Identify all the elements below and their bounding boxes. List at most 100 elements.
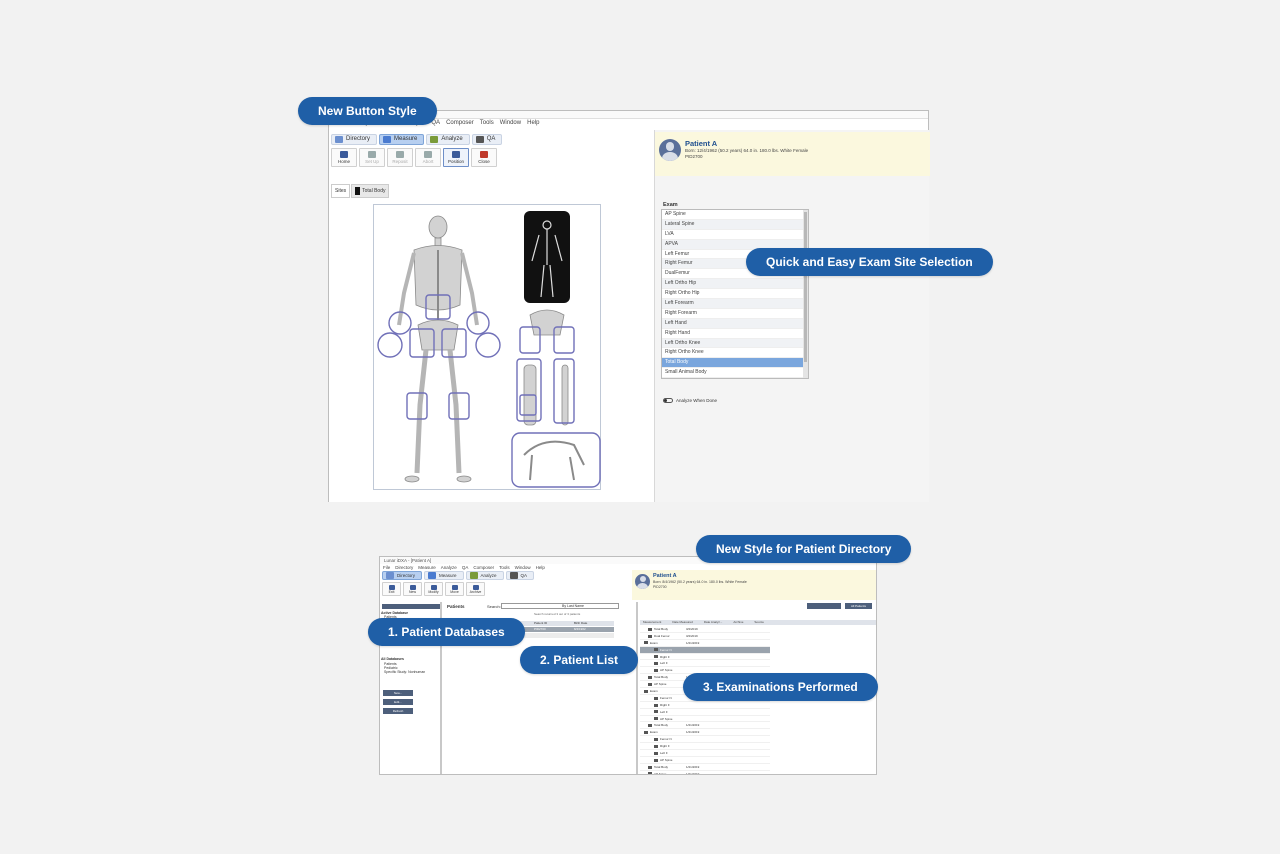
table-row[interactable]: AP Spine (640, 716, 770, 723)
tab-total-body[interactable]: Total Body (351, 184, 390, 198)
tab-analyze[interactable]: Analyze (465, 571, 504, 580)
tab-directory[interactable]: Directory (382, 571, 423, 580)
table-row[interactable]: Femur N (640, 646, 770, 654)
table-row[interactable]: Femur N (640, 695, 770, 702)
close-button[interactable]: Close (471, 148, 497, 167)
exam-site-item[interactable]: APVA (662, 239, 808, 250)
tab-analyze[interactable]: Analyze (426, 134, 470, 145)
skeleton-diagram (377, 211, 601, 488)
menu-item-composer[interactable]: Composer (446, 120, 474, 126)
tab-directory[interactable]: Directory (331, 134, 378, 145)
menu-item-measure[interactable]: Measure (418, 565, 436, 570)
col-patient-id[interactable]: Patient ID (534, 621, 548, 625)
menu-item-window[interactable]: Window (514, 565, 531, 570)
exam-site-item[interactable]: Right Femur (662, 259, 808, 270)
tab-qa[interactable]: QA (505, 571, 535, 580)
reposit-button[interactable]: Reposit (387, 148, 413, 167)
scan-icon (654, 703, 658, 707)
analyze-when-done-toggle[interactable]: Analyze When Done (663, 398, 717, 403)
home-button[interactable]: Home (331, 148, 357, 167)
exam-site-item[interactable]: Left Ortho Knee (662, 338, 808, 349)
search-button[interactable] (806, 603, 841, 609)
active-database[interactable]: Patients (384, 615, 397, 619)
exam-site-item[interactable]: Left Hand (662, 318, 808, 329)
qa-icon (475, 136, 484, 143)
set-up-button[interactable]: Set Up (359, 148, 385, 167)
new-button[interactable]: New (403, 582, 422, 596)
table-row[interactable]: Femur N (640, 736, 770, 744)
new-database-button[interactable]: New... (383, 690, 413, 696)
col-date-analyz-[interactable]: Date Analyz... (703, 620, 723, 624)
tab-qa[interactable]: QA (471, 134, 503, 145)
cell-date: 3/2/2019 (686, 633, 698, 638)
table-row[interactable]: Left F (640, 750, 770, 757)
archive-button[interactable]: Archive (466, 582, 485, 596)
menu-item-help[interactable]: Help (535, 565, 545, 570)
scan-icon (654, 655, 658, 659)
col-measurement[interactable]: Measurement (643, 620, 662, 624)
col-date-measured[interactable]: Date Measured (672, 620, 693, 624)
menu-item-analyze[interactable]: Analyze (440, 565, 457, 570)
exam-site-item[interactable]: Right Hand (662, 329, 808, 339)
menu-item-composer[interactable]: Composer (473, 565, 495, 570)
database-item[interactable]: Patients (384, 662, 397, 666)
menu-item-help[interactable]: Help (527, 120, 540, 126)
table-row[interactable]: Left F (640, 709, 770, 716)
table-row[interactable]: Right F (640, 702, 770, 709)
abort-button[interactable]: Abort (415, 148, 441, 167)
exam-site-item[interactable]: Small Animal Body (662, 368, 808, 378)
search-mode[interactable]: By Last Name (562, 604, 584, 608)
menu-item-file[interactable]: File (383, 565, 391, 570)
modify-button[interactable]: Modify (424, 582, 443, 596)
exam-site-item[interactable]: Left Femur (662, 250, 808, 260)
exam-site-item[interactable]: Left Forearm (662, 299, 808, 309)
exit-button[interactable]: Exit (382, 582, 401, 596)
table-row[interactable]: Right F (640, 654, 770, 661)
table-row[interactable]: AP Spine (640, 757, 770, 764)
refresh-button[interactable]: Refresh (383, 708, 413, 714)
exam-site-item[interactable]: Total Body (662, 358, 808, 369)
database-item[interactable]: Pediatric (384, 666, 398, 670)
toggle-switch-icon[interactable] (663, 398, 673, 403)
tab-sites[interactable]: Sites (331, 184, 351, 198)
exam-site-item[interactable]: Right Ortho Hip (662, 289, 808, 300)
exam-site-item[interactable]: Lateral Spine (662, 219, 808, 230)
menu-item-directory[interactable]: Directory (395, 565, 414, 570)
col-birth-date[interactable]: Birth Date (574, 621, 588, 625)
all-patients-button[interactable]: All Patients (844, 603, 872, 609)
move-button[interactable]: Move (445, 582, 464, 596)
menu-item-tools[interactable]: Tools (499, 565, 510, 570)
exam-site-item[interactable]: Right Ortho Knee (662, 348, 808, 359)
tab-measure[interactable]: Measure (379, 134, 425, 145)
exam-site-item[interactable]: Left Ortho Hip (662, 279, 808, 290)
database-bar[interactable] (382, 604, 440, 609)
table-row[interactable]: Right F (640, 743, 770, 751)
exam-site-item[interactable]: Right Forearm (662, 309, 808, 319)
database-item[interactable]: Specific Study: Nonhuman (384, 670, 426, 674)
menu-item-qa[interactable]: QA (461, 565, 469, 570)
exam-site-item[interactable]: AP Spine (662, 210, 808, 220)
position-button[interactable]: Position (443, 148, 469, 167)
table-row-empty (444, 633, 614, 638)
search-input[interactable]: By Last Name (501, 603, 619, 609)
exam-site-item[interactable]: LVA (662, 230, 808, 240)
edit-database-button[interactable]: Edit... (383, 699, 413, 705)
tab-measure[interactable]: Measure (424, 571, 464, 580)
exam-list-scrollbar[interactable] (803, 210, 808, 378)
patient-id: PID2700 (653, 585, 667, 589)
table-row[interactable]: Left F (640, 660, 770, 668)
exam-site-item[interactable]: DualFemur (662, 269, 808, 280)
col-archive[interactable]: Archive (733, 620, 744, 624)
menu-item-tools[interactable]: Tools (479, 120, 494, 126)
col-source[interactable]: Source (754, 620, 764, 624)
menu-item-qa[interactable]: QA (431, 120, 441, 126)
menu-item-window[interactable]: Window (499, 120, 522, 126)
